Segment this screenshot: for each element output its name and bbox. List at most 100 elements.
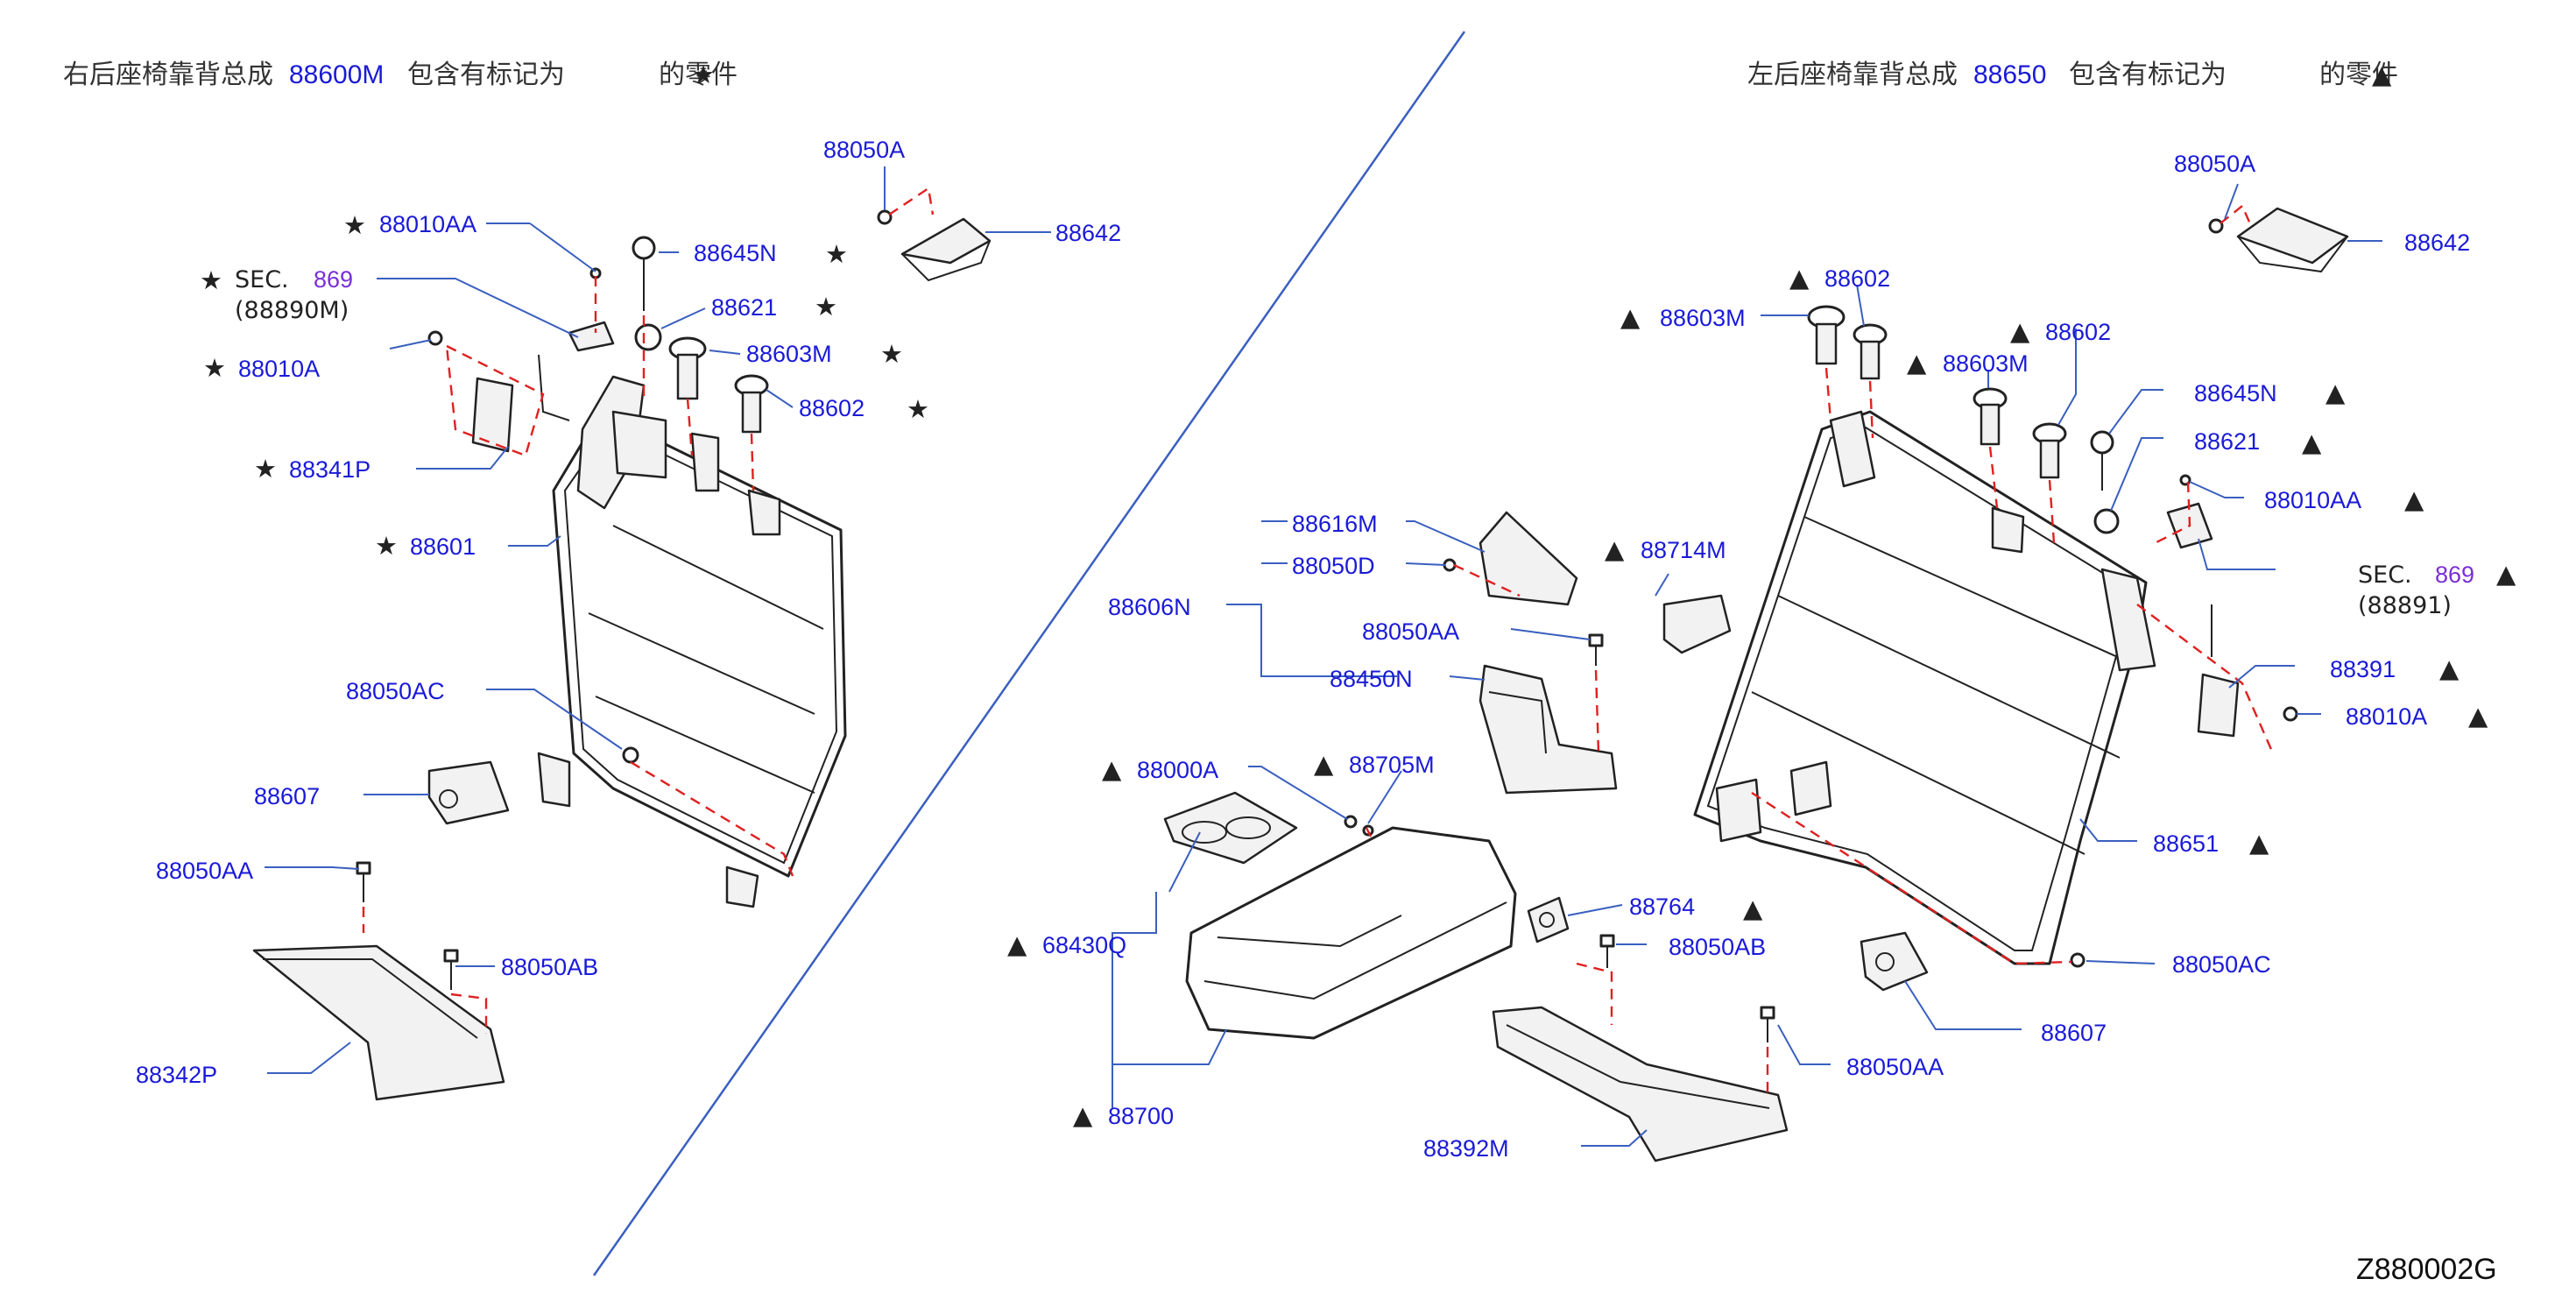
label-88050AC-left: 88050AC: [346, 678, 445, 704]
star-mark: ★: [203, 353, 226, 383]
star-mark: ★: [880, 339, 903, 369]
triangle-mark: ▲: [2325, 378, 2346, 407]
header-right: 左后座椅靠背总成 88650 包含有标记为 的零件 ▲: [1747, 60, 2398, 90]
header-right-middle: 包含有标记为: [2069, 60, 2227, 90]
label-88714M: 88714M: [1641, 537, 1726, 563]
diagram-code: Z880002G: [2356, 1253, 2497, 1286]
label-88602-right-a: 88602: [1824, 265, 1890, 292]
right-assembly-dashes: [1751, 204, 2275, 965]
label-88010A-left: 88010A: [238, 356, 320, 382]
star-mark: ★: [200, 265, 222, 295]
center-bolt-88050AA-lower: [1760, 1006, 1775, 1042]
left-bolt-88645N: [632, 236, 656, 311]
label-88050AA-center: 88050AA: [1362, 618, 1459, 645]
star-mark: ★: [907, 394, 929, 424]
label-88651-right: 88651: [2153, 830, 2219, 857]
right-striker-88607: [1860, 931, 1929, 992]
star-mark: ★: [375, 531, 398, 561]
left-trim-cover-sec869: [568, 321, 615, 352]
triangle-mark: ▲: [2010, 316, 2030, 346]
center-screw-88050D: [1443, 558, 1457, 572]
label-88603M-right-b: 88603M: [1943, 350, 2029, 377]
header-left: 右后座椅靠背总成 88600M 包含有标记为 的零件 ★: [63, 60, 738, 90]
right-guide-88603M-b: [1973, 387, 2008, 446]
triangle-mark: ▲: [2404, 484, 2424, 514]
triangle-mark: ▲: [1007, 929, 1027, 959]
right-screw-88050A: [2208, 218, 2224, 234]
label-88010AA-left: 88010AA: [379, 211, 476, 237]
label-88010AA-right: 88010AA: [2264, 487, 2361, 513]
label-88050A-right: 88050A: [2174, 151, 2255, 177]
label-sec-num-right: 869: [2435, 562, 2474, 588]
label-88450N: 88450N: [1330, 666, 1413, 692]
header-right-assembly: 88650: [1973, 60, 2046, 89]
label-88602-right-b: 88602: [2045, 319, 2111, 345]
label-88606N: 88606N: [1108, 594, 1191, 620]
right-cap-88621: [2093, 508, 2120, 534]
star-mark: ★: [343, 210, 366, 240]
star-mark: ★: [815, 292, 837, 321]
header-left-middle: 包含有标记为: [407, 60, 565, 90]
section-divider-line: [592, 31, 1466, 1276]
right-strap-88642: [2236, 207, 2349, 273]
right-bolt-88645N: [2090, 430, 2114, 491]
triangle-mark: ▲: [1620, 302, 1641, 332]
label-88607-left: 88607: [254, 783, 320, 809]
right-bolt-88050AC: [2070, 952, 2086, 968]
label-88642-right: 88642: [2404, 230, 2470, 256]
center-bracket-88616M: [1479, 511, 1578, 606]
label-sec-ref-right: (88891): [2358, 592, 2452, 619]
label-88645N-right: 88645N: [2194, 380, 2277, 406]
right-seat-frame: [1693, 410, 2156, 965]
left-guide-88603M: [668, 336, 707, 400]
label-88607-right: 88607: [2041, 1020, 2107, 1046]
label-88603M-right-a: 88603M: [1660, 305, 1746, 331]
triangle-mark: ▲: [2468, 701, 2488, 731]
triangle-mark: ▲: [2302, 427, 2322, 457]
label-88603M-left: 88603M: [746, 341, 832, 367]
left-bolt-88050AA: [356, 861, 371, 902]
center-armrest-88700: [1185, 826, 1517, 1040]
left-bolt-88050AB: [443, 949, 459, 990]
label-sec-right: SEC.: [2358, 562, 2412, 589]
label-88050AB-center: 88050AB: [1669, 934, 1766, 960]
left-seat-frame: [537, 375, 847, 908]
label-88645N-left: 88645N: [694, 240, 777, 266]
label-88621-left: 88621: [711, 294, 777, 321]
label-88616M: 88616M: [1292, 511, 1378, 537]
left-guide-88602: [734, 374, 769, 434]
label-88642-left: 88642: [1055, 220, 1121, 246]
center-lock-88764: [1527, 896, 1570, 943]
label-88700: 88700: [1108, 1103, 1174, 1129]
label-88342P-left: 88342P: [136, 1062, 217, 1088]
star-mark: ★: [825, 239, 848, 269]
label-88050AC-right: 88050AC: [2172, 951, 2271, 978]
left-cap-88621: [634, 323, 662, 351]
right-screw-88010A: [2283, 706, 2298, 722]
label-88621-right: 88621: [2194, 428, 2260, 455]
label-sec-left: SEC.: [235, 266, 289, 293]
left-assembly-dashes: [362, 186, 935, 1034]
triangle-mark: ▲: [1743, 894, 1763, 923]
label-88000A: 88000A: [1137, 757, 1218, 783]
triangle-mark: ▲: [1907, 348, 1927, 378]
label-88050AA-center-lower: 88050AA: [1846, 1054, 1944, 1080]
center-pad-88714M: [1662, 594, 1732, 654]
label-88341P-left: 88341P: [289, 456, 371, 483]
label-88050AA-left: 88050AA: [156, 858, 253, 884]
star-mark: ★: [254, 454, 277, 484]
center-screw-88000A: [1344, 815, 1358, 829]
label-88392M: 88392M: [1423, 1135, 1509, 1162]
triangle-mark: ▲: [1102, 754, 1122, 784]
triangle-mark: ▲: [2496, 559, 2516, 589]
center-cupholder-68430Q: [1163, 791, 1298, 865]
center-bolt-88050AB: [1599, 934, 1615, 968]
left-bolt-88050AC: [622, 746, 639, 764]
label-88764: 88764: [1629, 894, 1695, 920]
center-assembly-dashes: [1365, 563, 1769, 1095]
leader-lines: [265, 166, 2382, 1147]
label-sec-num-left: 869: [314, 266, 353, 293]
left-striker-88607: [427, 760, 510, 825]
